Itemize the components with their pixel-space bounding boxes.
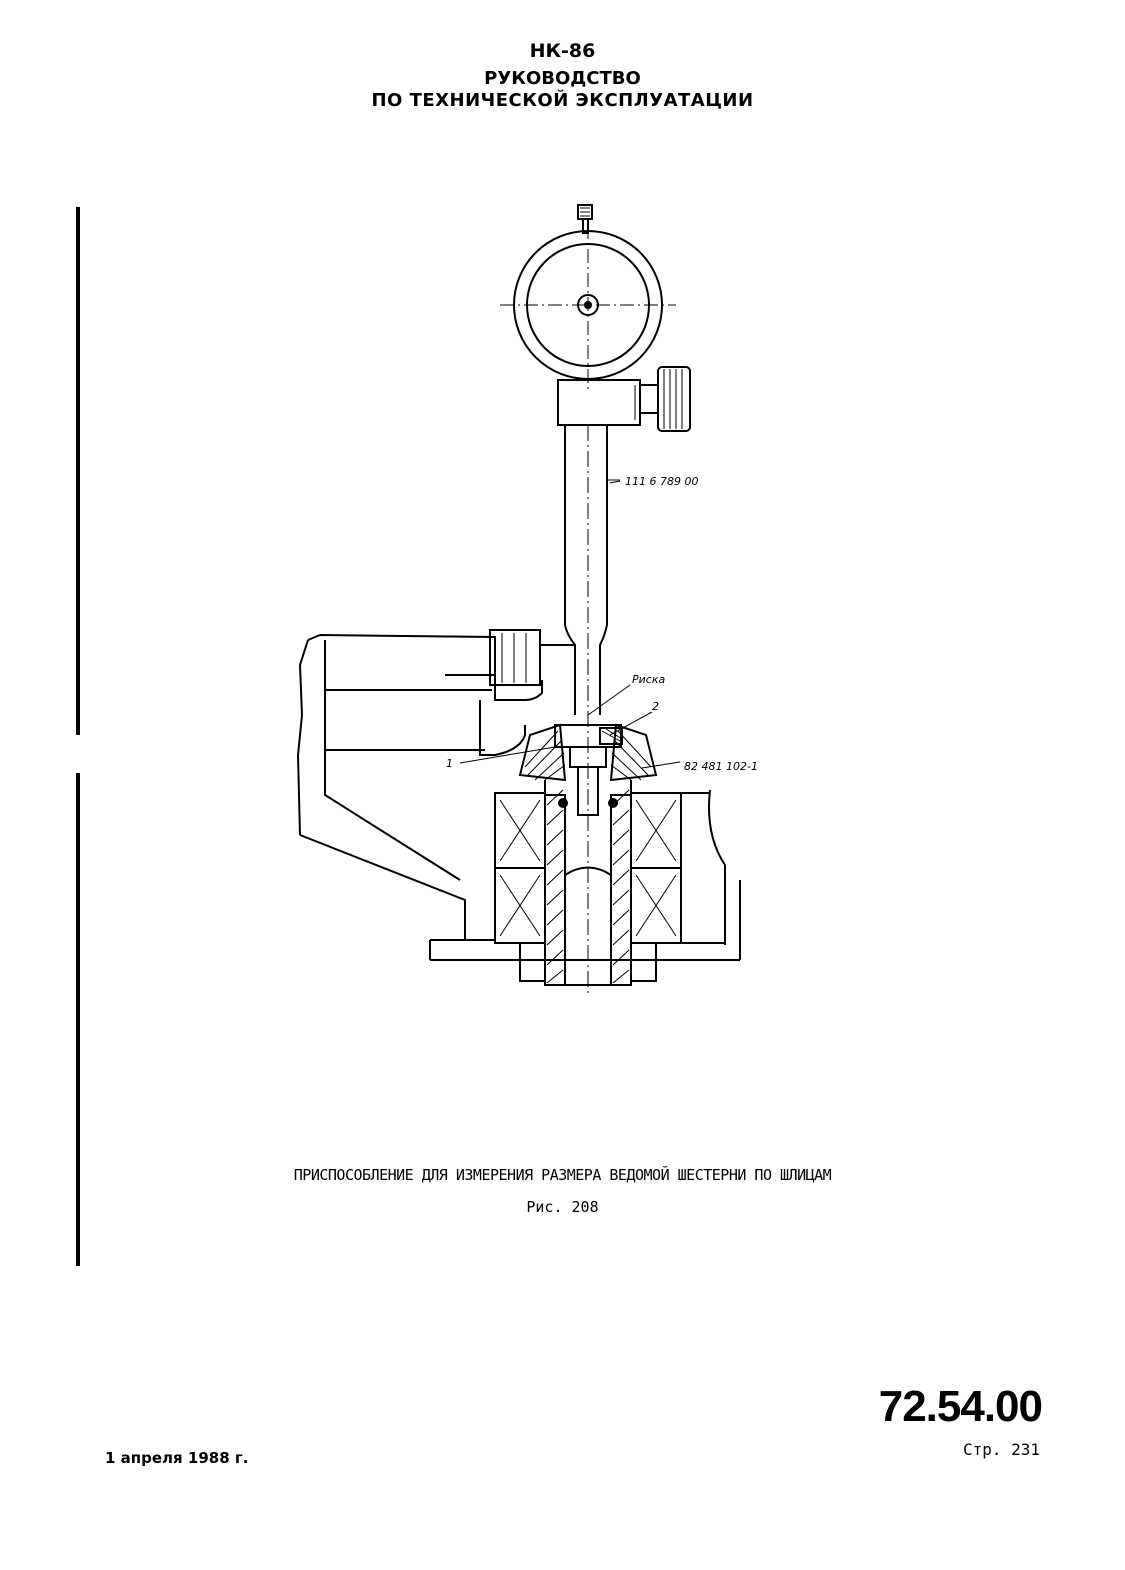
document-title: РУКОВОДСТВО: [484, 68, 641, 89]
section-number: 72.54.00: [878, 1382, 1043, 1431]
figure-caption: ПРИСПОСОБЛЕНИЕ ДЛЯ ИЗМЕРЕНИЯ РАЗМЕРА ВЕД…: [293, 1166, 832, 1184]
clamp-body: [557, 366, 691, 432]
technical-drawing: 111 6 789 00 Риска 2 1 82 481 102-1: [296, 204, 758, 995]
revision-bar-upper: [76, 207, 80, 735]
figure-number: Рис. 208: [526, 1198, 599, 1216]
document-subtitle: ПО ТЕХНИЧЕСКОЙ ЭКСПЛУАТАЦИИ: [371, 90, 754, 111]
housing: [296, 629, 741, 961]
label-mark: Риска: [632, 673, 665, 686]
issue-date: 1 апреля 1988 г.: [105, 1449, 249, 1467]
leader-lines: [459, 480, 681, 769]
revision-bar-lower: [76, 773, 80, 1266]
label-gear-part-number: 82 481 102-1: [684, 760, 758, 773]
driven-gear: [518, 723, 658, 986]
dial-indicator: [500, 204, 676, 390]
measuring-stem: [564, 425, 620, 995]
callout-2: 2: [652, 700, 659, 713]
label-tool-part-number: 111 6 789 00: [625, 475, 698, 488]
page-number: Стр. 231: [962, 1440, 1040, 1459]
callout-1: 1: [446, 757, 453, 770]
document-code: НК-86: [529, 40, 596, 62]
